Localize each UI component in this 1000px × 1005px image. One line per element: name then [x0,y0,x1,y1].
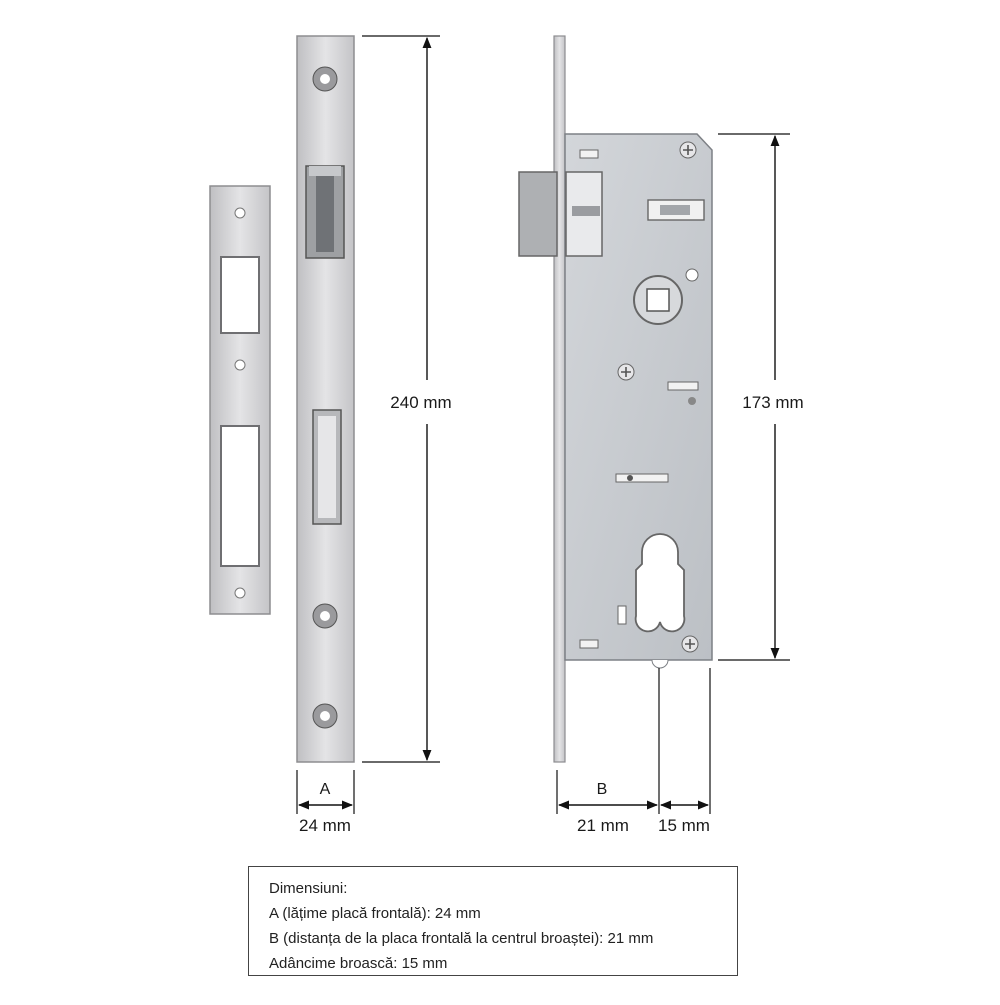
dimensions-legend: Dimensiuni: A (lățime placă frontală): 2… [248,866,738,976]
depth-label: 15 mm [658,816,710,835]
label-b: B [597,781,608,798]
cylinder-hole [634,533,686,633]
screw-icon [679,141,697,159]
dimension-faceplate-height: 240 mm [362,35,452,763]
screw-icon [617,363,635,381]
label-a: A [320,781,331,798]
dimension-width-a: A 24 mm [296,770,355,835]
dimension-case-height: 173 mm [718,133,804,661]
strike-plate [209,185,271,615]
lock-body [518,35,713,763]
legend-line-a: A (lățime placă frontală): 24 mm [269,905,481,922]
backset-label: 21 mm [577,816,629,835]
legend-line-b: B (distanța de la placa frontală la cent… [269,930,654,947]
faceplate-height-label: 240 mm [390,393,451,412]
legend-title: Dimensiuni: [269,880,348,897]
screw-icon [681,635,699,653]
case-height-label: 173 mm [742,393,803,412]
faceplate [296,35,355,763]
width-a-label: 24 mm [299,816,351,835]
dimension-backset: B 21 mm 15 mm [556,668,711,835]
legend-line-depth: Adâncime broască: 15 mm [269,955,448,972]
